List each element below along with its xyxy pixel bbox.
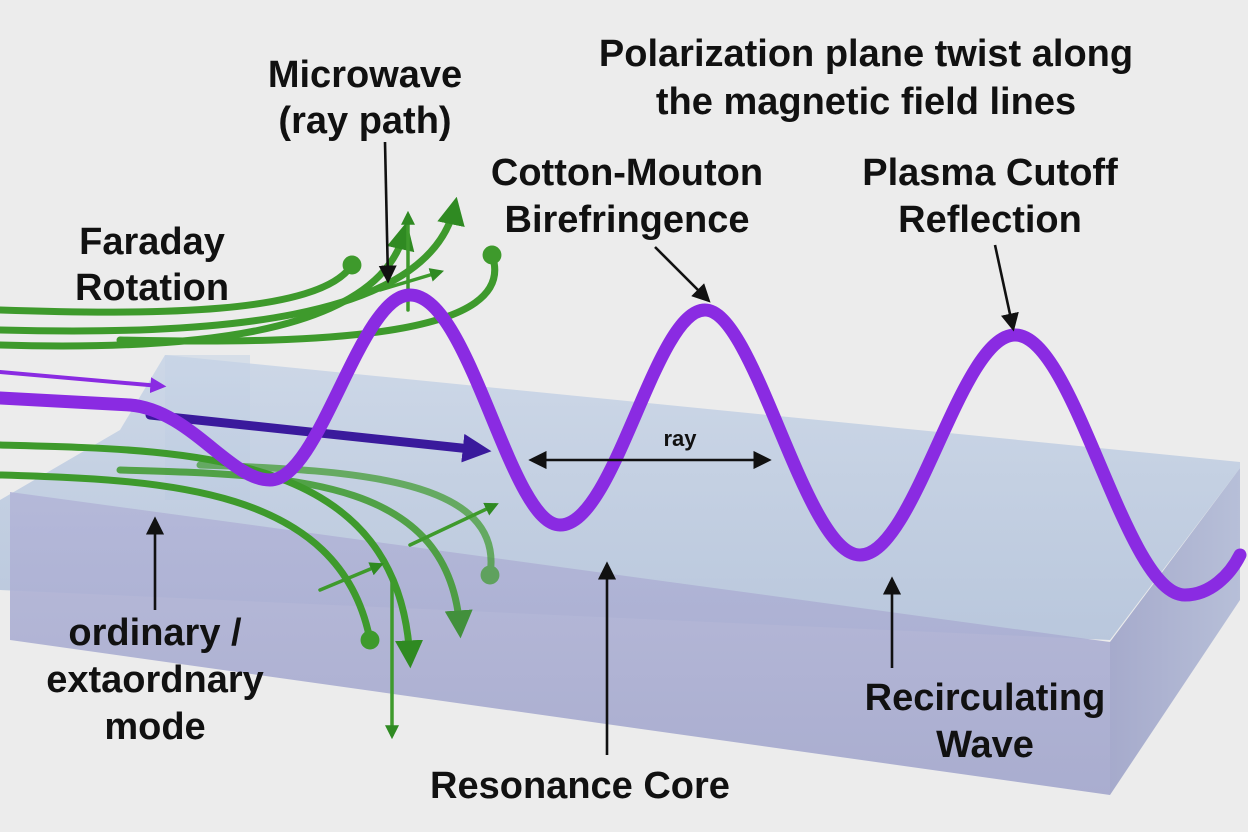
slab-front-face [10, 492, 1110, 795]
field-line-lower-4 [196, 461, 500, 585]
microwave-wave [0, 288, 1247, 602]
field-line-upper-4 [116, 245, 502, 345]
label-polarization-line2: the magnetic field lines [656, 81, 1076, 123]
thin-ray-arrow [0, 370, 167, 394]
label-recirc-line2: Wave [936, 724, 1034, 766]
field-line-upper-3 [0, 196, 465, 335]
label-cotton-line1: Cotton-Mouton [491, 152, 763, 194]
labels: Polarization plane twist along the magne… [46, 33, 1133, 807]
label-recirc-line1: Recirculating [865, 677, 1106, 719]
field-vector-diag-1 [378, 268, 445, 292]
field-lines [0, 196, 502, 669]
label-mode-line2: extaordnary [46, 659, 264, 701]
label-faraday-line1: Faraday [79, 221, 225, 263]
label-microwave-line2: (ray path) [278, 100, 451, 142]
pointer-plasma-cutoff [993, 244, 1019, 332]
label-mode-line1: ordinary / [68, 612, 242, 654]
field-vector-diag-2 [408, 502, 499, 547]
label-microwave-line1: Microwave [268, 54, 462, 96]
label-ray: ray [663, 426, 697, 451]
field-line-upper-1 [0, 255, 362, 316]
label-resonance-core: Resonance Core [430, 765, 730, 807]
pointer-cotton-mouton [654, 246, 711, 303]
label-polarization-line1: Polarization plane twist along [599, 33, 1133, 75]
plasma-slab [0, 355, 1240, 795]
label-mode-line3: mode [104, 706, 205, 748]
pointer-microwave [378, 141, 397, 284]
slab-side-face [1110, 468, 1240, 795]
field-line-lower-3 [116, 466, 473, 639]
label-cotton-line2: Birefringence [505, 199, 750, 241]
label-cutoff-line2: Reflection [898, 199, 1082, 241]
annotation-arrows [145, 141, 1019, 755]
label-cutoff-line1: Plasma Cutoff [862, 152, 1118, 194]
label-faraday-line2: Rotation [75, 267, 229, 309]
field-line-lower-1 [0, 471, 380, 650]
field-vector-diag-3 [318, 562, 384, 592]
